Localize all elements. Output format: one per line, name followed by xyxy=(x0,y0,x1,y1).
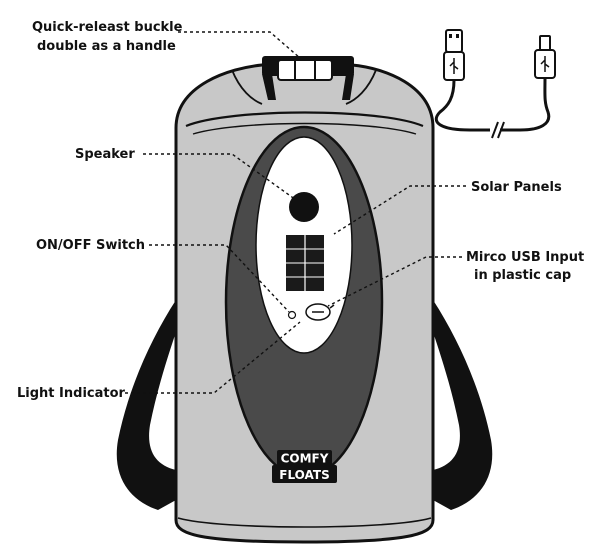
cable-break-mark-1 xyxy=(491,121,499,139)
callout-usb-line1: Mirco USB Input xyxy=(466,250,584,265)
callout-buckle-line1: Quick-releast buckle xyxy=(32,20,183,35)
on-off-switch-dot xyxy=(287,310,297,320)
brand-logo-bottom-block xyxy=(272,465,337,483)
cable-wire xyxy=(434,77,551,132)
front-panel xyxy=(224,125,384,479)
micro-usb-plug xyxy=(534,35,556,79)
usb-a-plug xyxy=(443,29,465,81)
bottom-seam xyxy=(177,517,432,528)
callout-labels: Quick-releast buckle double as a handle … xyxy=(17,20,584,401)
solar-panel-grid xyxy=(286,235,324,291)
right-strap xyxy=(429,300,493,510)
callout-light: Light Indicator xyxy=(17,386,126,401)
buckle-body xyxy=(277,59,333,81)
micro-usb-symbol-icon xyxy=(540,56,550,72)
usb-a-contact-1 xyxy=(449,34,452,38)
leader-buckle xyxy=(178,31,301,59)
usb-a-connector xyxy=(445,29,463,53)
quick-release-buckle xyxy=(262,56,354,100)
callout-usb-line2: in plastic cap xyxy=(474,268,571,283)
leader-switch xyxy=(149,244,290,313)
leader-lines xyxy=(125,31,466,394)
micro-usb-connector xyxy=(539,35,551,51)
brand-logo: COMFY FLOATS xyxy=(272,450,337,483)
callout-buckle-line2: double as a handle xyxy=(37,39,176,54)
callout-speaker: Speaker xyxy=(75,147,135,162)
backpack-straps xyxy=(116,300,493,510)
usb-cable xyxy=(434,29,556,139)
callout-switch: ON/OFF Switch xyxy=(36,238,145,253)
rolltop-side-right xyxy=(345,69,377,105)
usb-a-contact-2 xyxy=(456,34,459,38)
leader-usb xyxy=(327,256,462,307)
usb-symbol-icon xyxy=(449,58,459,74)
leader-light xyxy=(125,321,301,394)
brand-logo-top-block xyxy=(277,450,332,466)
brand-line2: FLOATS xyxy=(279,468,329,482)
buckle-clip-right xyxy=(342,74,354,100)
speaker-grille xyxy=(289,192,319,222)
buckle-clip-left xyxy=(262,74,276,100)
rolltop-fold xyxy=(185,111,424,128)
callout-solar-panels: Solar Panels xyxy=(471,180,562,195)
leader-solar xyxy=(333,185,466,235)
left-strap xyxy=(116,300,180,510)
brand-line1: COMFY xyxy=(281,452,329,466)
cable-break-mark-2 xyxy=(497,121,505,139)
micro-usb-cap-tab xyxy=(329,304,335,309)
rolltop-fold-inner xyxy=(192,122,417,135)
rolltop-side-left xyxy=(231,69,263,105)
